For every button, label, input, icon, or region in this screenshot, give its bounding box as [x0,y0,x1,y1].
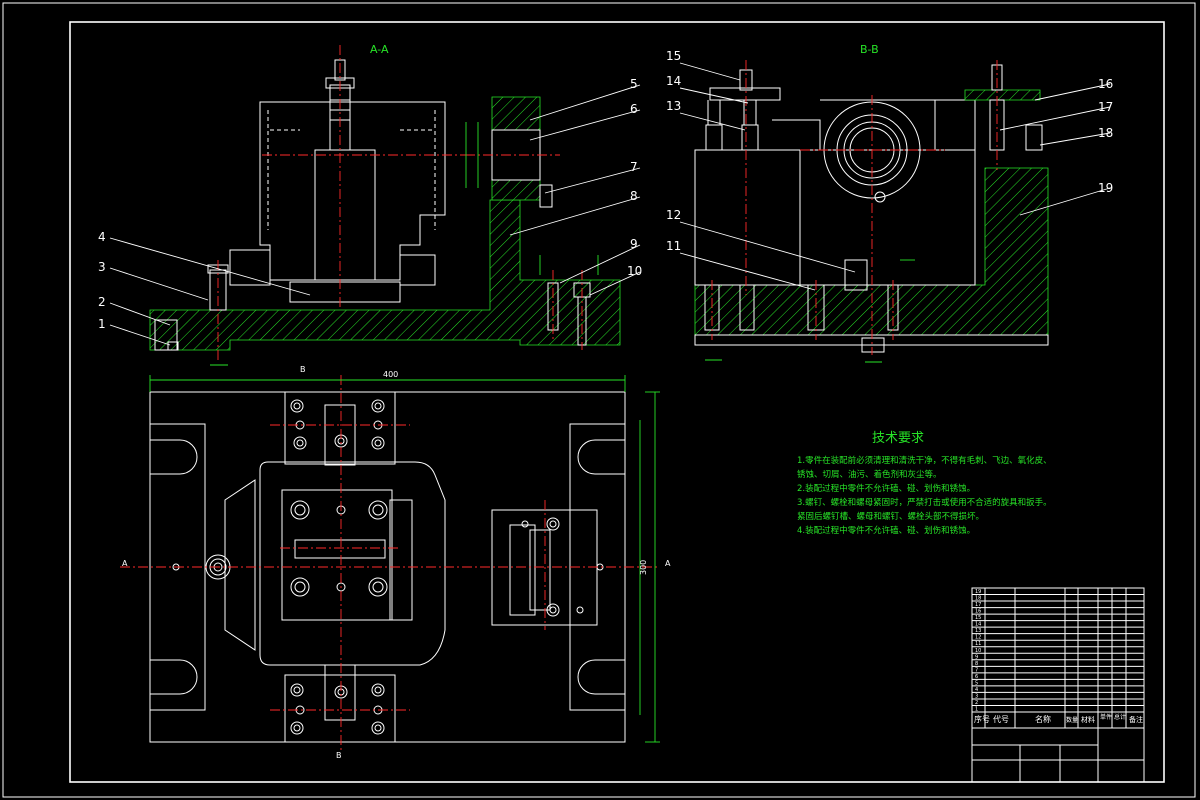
part-label-18: 18 [1098,126,1113,140]
tech-line-2: 锈蚀、切屑、油污、着色剂和灰尘等。 [797,469,942,480]
bom-row-index: 9 [975,654,978,660]
bom-row-index: 15 [975,615,981,621]
section-mark-a-left: A [122,559,128,568]
part-label-5: 5 [630,77,638,91]
bom-row-index: 14 [975,622,981,628]
part-label-9: 9 [630,237,638,251]
tb-header-total: 总计 [1114,713,1126,721]
tb-header-index: 序号 [974,714,990,724]
tb-header-material: 材料 [1081,715,1095,724]
bom-row-index: 3 [975,693,978,699]
part-label-10: 10 [627,264,642,278]
section-a-view: A-A [149,43,621,366]
section-b-view: B-B [694,43,1049,363]
bom-row-index: 16 [975,609,981,615]
tech-line-3: 2.装配过程中零件不允许磕、碰、划伤和锈蚀。 [797,483,975,494]
part-label-1: 1 [98,317,106,331]
title-block: 序号 代号 名称 数量 材料 单件 总计 备注 1918171615141312… [971,587,1145,783]
plan-view: 400 300 A A B B [120,365,671,760]
part-label-14: 14 [666,74,681,88]
tech-line-1: 1.零件在装配前必须清理和清洗干净，不得有毛刺、飞边、氧化皮、 [797,455,1052,466]
tech-requirements: 技术要求 1.零件在装配前必须清理和清洗干净，不得有毛刺、飞边、氧化皮、 锈蚀、… [797,431,1052,536]
bom-row-index: 13 [975,628,981,634]
tech-requirements-title: 技术要求 [872,431,924,446]
part-label-3: 3 [98,260,106,274]
bom-row-index: 5 [975,680,978,686]
part-label-4: 4 [98,230,106,244]
tb-header-name: 名称 [1035,714,1051,724]
tb-header-note: 备注 [1129,715,1143,724]
bom-row-index: 10 [975,648,981,654]
section-b-leaders: 15 14 13 12 11 16 17 18 19 [666,49,1113,291]
bom-row-index: 6 [975,674,978,680]
tech-line-6: 4.装配过程中零件不允许磕、碰、划伤和锈蚀。 [797,525,975,536]
tb-header-qty: 数量 [1066,716,1078,724]
bom-row-index: 1 [975,707,978,713]
bom-row-index: 19 [975,589,981,595]
part-label-17: 17 [1098,100,1113,114]
dim-overall-width: 400 [383,370,398,379]
bom-row-index: 11 [975,641,981,647]
bom-row-index: 17 [975,602,981,608]
section-mark-a-right: A [665,559,671,568]
part-label-13: 13 [666,99,681,113]
part-label-15: 15 [666,49,681,63]
part-label-11: 11 [666,239,681,253]
dim-overall-height: 300 [639,560,648,575]
tech-line-4: 3.螺钉、螺栓和螺母紧固时，严禁打击或使用不合适的旋具和扳手。 [797,497,1052,508]
section-mark-b-bottom: B [336,751,342,760]
part-label-12: 12 [666,208,681,222]
tech-line-5: 紧固后螺钉槽、螺母和螺钉、螺栓头部不得损坏。 [797,511,984,522]
bom-row-index: 12 [975,635,981,641]
tb-header-unit: 单件 [1100,713,1112,721]
part-label-2: 2 [98,295,106,309]
part-label-8: 8 [630,189,638,203]
section-mark-b-top: B [300,365,306,374]
bom-row-index: 2 [975,700,978,706]
tb-header-code: 代号 [993,714,1009,724]
inner-frame [69,21,1165,783]
bom-row-index: 18 [975,596,981,602]
section-a-title: A-A [370,43,389,56]
part-label-19: 19 [1098,181,1113,195]
bom-row-index: 4 [975,687,978,693]
section-b-title: B-B [860,43,879,56]
part-label-7: 7 [630,160,638,174]
section-a-leaders: 1 2 3 4 5 6 7 8 9 10 [98,77,642,346]
part-label-6: 6 [630,102,638,116]
bom-row-index: 8 [975,661,978,667]
part-label-16: 16 [1098,77,1113,91]
bom-row-index: 7 [975,667,978,673]
